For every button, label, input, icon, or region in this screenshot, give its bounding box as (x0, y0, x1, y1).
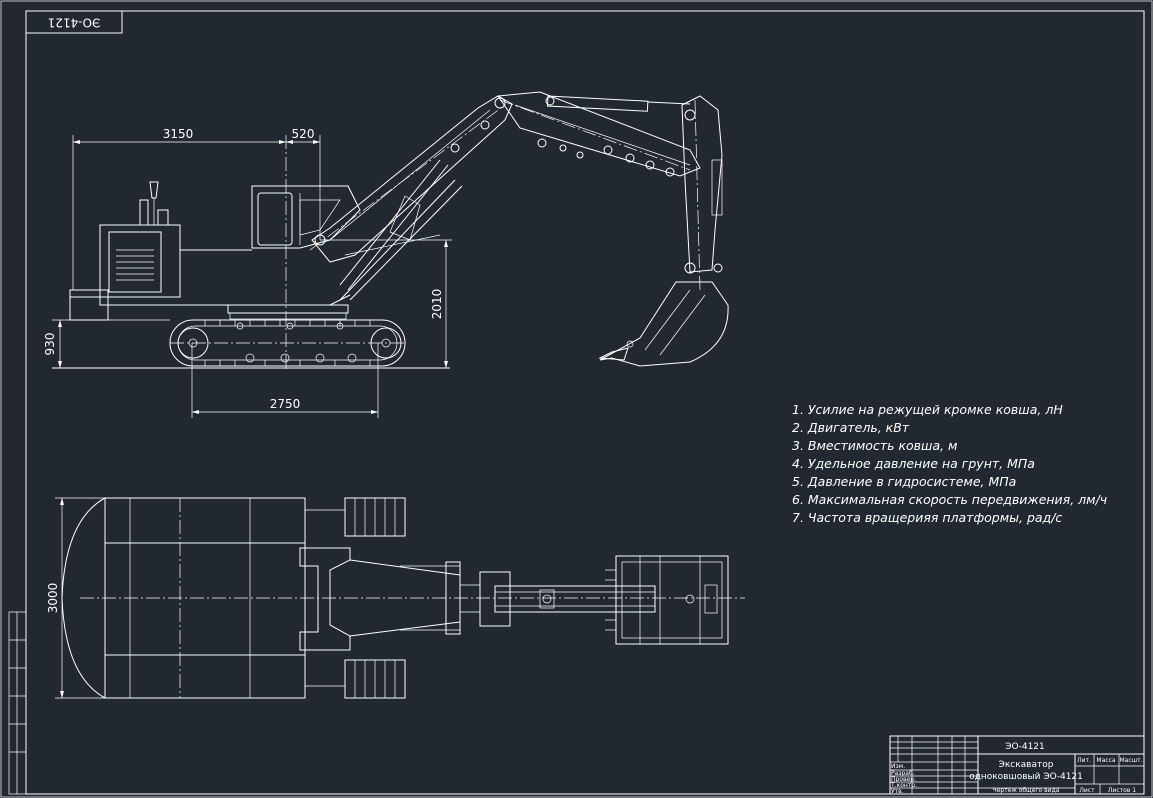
top-view: 3000 (46, 497, 745, 699)
dim-520-label: 520 (292, 127, 315, 141)
row-label-izm: Изм. (891, 763, 905, 770)
top-stamp: ЭО-4121 (25, 10, 123, 34)
drawing-frame (25, 10, 1145, 795)
radiator-grille (116, 249, 154, 281)
note-5: 5. Давление в гидросистеме, МПа (792, 474, 1016, 489)
dim-pivot-height: 2010 (320, 239, 452, 368)
dim-cabin-offset: 520 (286, 127, 321, 240)
boom-top (299, 547, 480, 651)
arm-cylinder (545, 95, 691, 112)
col-sheets: Листов 1 (1108, 787, 1136, 794)
note-7: 7. Частота вращерияя платформы, рад/с (792, 510, 1062, 525)
note-3: 3. Вместимость ковша, м (792, 438, 958, 453)
row-label-prover: Провер. (891, 776, 916, 783)
dim-track-height: 930 (43, 319, 170, 368)
bucket (598, 281, 729, 367)
dim-3150-label: 3150 (163, 127, 194, 141)
col-scale: Масшт. (1119, 757, 1142, 764)
col-mass: Масса (1096, 757, 1115, 764)
binding-strip (8, 611, 27, 795)
row-label-utv: Утв. (891, 788, 904, 795)
cab-window (257, 192, 293, 246)
row-label-razrab: Разраб. (891, 770, 915, 777)
track-rollers (236, 322, 357, 363)
side-view: 3150 520 2010 930 (43, 91, 729, 418)
title-line-2: одноковшовый ЭО-4121 (969, 772, 1083, 782)
dim-track-length: 2750 (191, 343, 379, 418)
title-block: ЭО-4121 Экскаватор одноковшовый ЭО-4121 … (889, 735, 1145, 795)
technical-notes: 1. Усилие на режущей кромке ковша, лН 2.… (792, 402, 1107, 525)
title-line-1: Экскаватор (999, 760, 1054, 770)
note-6: 6. Максимальная скорость передвижения, л… (792, 492, 1107, 507)
col-lit: Лит. (1077, 757, 1091, 764)
row-label-tkontr: Т.контр. (890, 782, 917, 789)
col-sheet: Лист (1079, 787, 1095, 794)
note-4: 4. Удельное давление на грунт, МПа (792, 456, 1035, 471)
dim-track-width: 3000 (46, 497, 105, 699)
dim-cabin-length: 3150 (72, 127, 286, 290)
title-subtitle: Чертеж общего вида (993, 787, 1060, 794)
note-1: 1. Усилие на режущей кромке ковша, лН (792, 402, 1063, 417)
dim-930-label: 930 (43, 333, 57, 356)
dipper (681, 95, 723, 291)
track-top-lower (104, 654, 306, 699)
title-doc-code: ЭО-4121 (1005, 742, 1045, 752)
arm-top (479, 571, 656, 627)
arm (497, 91, 701, 177)
bucket-top (605, 555, 729, 645)
dim-2750-label: 2750 (270, 397, 301, 411)
top-stamp-code: ЭО-4121 (48, 16, 101, 30)
boom (309, 95, 513, 301)
dim-3000-label: 3000 (46, 583, 60, 614)
boom-cylinder (339, 159, 449, 291)
dim-2010-label: 2010 (430, 289, 444, 320)
track-top-upper (104, 497, 306, 544)
note-2: 2. Двигатель, кВт (792, 420, 910, 435)
